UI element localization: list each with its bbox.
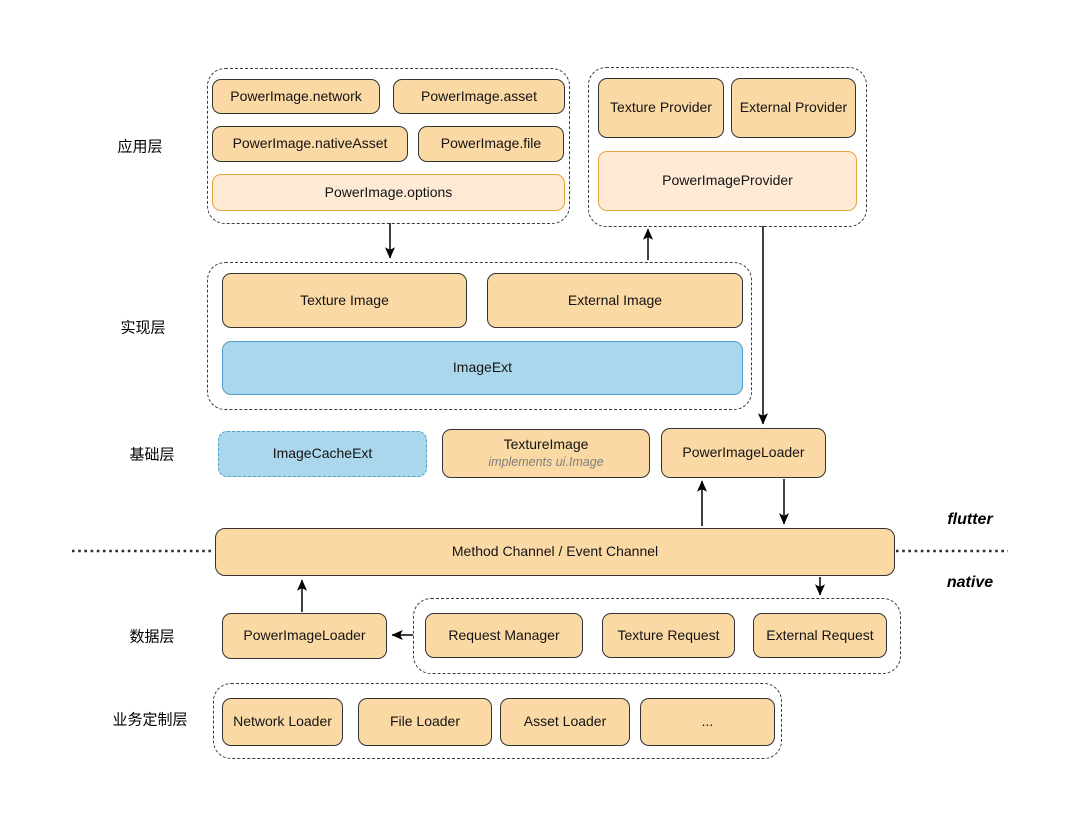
node-asset-loader: Asset Loader <box>500 698 630 746</box>
node-label: File Loader <box>389 713 461 730</box>
node-label: ImageExt <box>452 359 513 376</box>
node-external-provider: External Provider <box>731 78 856 138</box>
layer-label-data: 数据层 <box>129 628 175 646</box>
runtime-label-flutter: flutter <box>947 511 993 528</box>
node-powerimageloader-native: PowerImageLoader <box>222 613 387 659</box>
node-request-manager: Request Manager <box>425 613 583 658</box>
node-label: External Provider <box>739 99 848 116</box>
node-more-loader: ... <box>640 698 775 746</box>
node-label: PowerImage.file <box>440 135 542 152</box>
node-powerimage-asset: PowerImage.asset <box>393 79 565 114</box>
node-external-request: External Request <box>753 613 887 658</box>
node-label: External Request <box>766 626 874 643</box>
node-external-image: External Image <box>487 273 743 328</box>
layer-label-implementation: 实现层 <box>120 319 166 337</box>
node-label: Network Loader <box>233 713 332 730</box>
node-label: PowerImageLoader <box>243 627 366 644</box>
node-label: Texture Request <box>617 626 720 643</box>
node-label: TextureImage <box>503 436 589 453</box>
node-label: PowerImage.nativeAsset <box>232 135 388 152</box>
node-label: PowerImageLoader <box>682 444 805 461</box>
node-powerimage-options: PowerImage.options <box>212 174 565 211</box>
layer-label-application: 应用层 <box>117 138 163 156</box>
node-network-loader: Network Loader <box>222 698 343 746</box>
group-provider <box>588 67 867 227</box>
node-label: PowerImage.asset <box>421 87 537 104</box>
group-business-custom-layer <box>213 683 782 759</box>
node-label: Asset Loader <box>523 713 607 730</box>
node-label: External Image <box>567 291 663 308</box>
node-textureimage-impl: TextureImage implements ui.Image <box>442 429 650 478</box>
node-imageext: ImageExt <box>222 341 743 395</box>
node-imagecacheext: ImageCacheExt <box>218 431 427 477</box>
group-implementation-layer <box>207 262 752 410</box>
node-powerimageprovider: PowerImageProvider <box>598 151 857 211</box>
layer-label-business-custom: 业务定制层 <box>112 711 188 729</box>
runtime-label-native: native <box>946 574 994 591</box>
node-label: PowerImage.options <box>324 183 453 200</box>
node-label: PowerImage.network <box>230 87 362 104</box>
group-request <box>413 598 901 674</box>
node-method-event-channel: Method Channel / Event Channel <box>215 528 895 576</box>
node-file-loader: File Loader <box>358 698 492 746</box>
node-label: Method Channel / Event Channel <box>451 543 659 560</box>
node-texture-image: Texture Image <box>222 273 467 328</box>
node-label: PowerImageProvider <box>662 172 793 189</box>
node-powerimage-file: PowerImage.file <box>418 126 564 162</box>
node-texture-provider: Texture Provider <box>598 78 724 138</box>
node-label: Texture Provider <box>610 99 712 116</box>
group-application-layer <box>207 68 570 224</box>
layer-label-base: 基础层 <box>129 446 175 464</box>
node-label: ... <box>701 713 714 730</box>
node-powerimage-network: PowerImage.network <box>212 79 380 114</box>
node-label: Texture Image <box>300 291 389 308</box>
node-label: Request Manager <box>448 626 560 643</box>
node-label: ImageCacheExt <box>272 445 373 462</box>
node-powerimageloader-flutter: PowerImageLoader <box>661 428 826 478</box>
node-sublabel: implements ui.Image <box>488 454 604 469</box>
node-powerimage-nativeasset: PowerImage.nativeAsset <box>212 126 408 162</box>
node-texture-request: Texture Request <box>602 613 735 658</box>
